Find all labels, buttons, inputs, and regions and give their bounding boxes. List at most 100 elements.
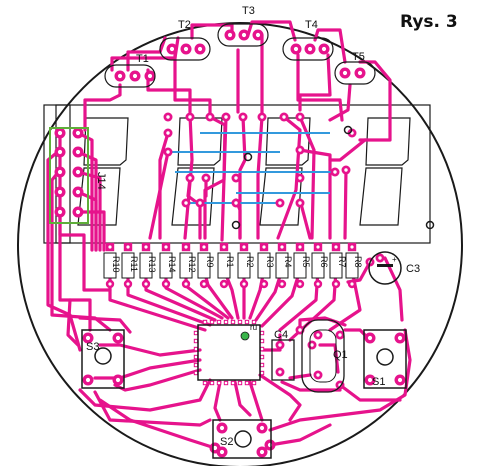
transistor-label: T1	[136, 53, 149, 65]
microcontroller-ic: ru	[197, 323, 261, 381]
pad-hole	[115, 377, 121, 383]
pad-hole	[184, 245, 188, 249]
via	[231, 220, 241, 230]
pad-hole	[208, 115, 212, 119]
pad-hole	[57, 130, 63, 136]
pad-hole	[278, 370, 282, 374]
pad-hole	[293, 46, 299, 52]
pad-hole	[166, 115, 170, 119]
pad-hole	[260, 331, 264, 335]
resistor-body	[329, 252, 343, 279]
pad-hole	[342, 70, 348, 76]
pad-hole	[260, 347, 264, 351]
pad-hole	[238, 320, 242, 324]
pad-hole	[132, 73, 138, 79]
pad-hole	[203, 381, 207, 385]
crystal-Q1: Q1	[301, 319, 348, 393]
resistor-label: R11	[129, 256, 139, 272]
pad-hole	[338, 333, 342, 337]
pad-hole	[307, 46, 313, 52]
pad-hole	[224, 381, 228, 385]
resistor-body	[293, 252, 307, 279]
pad-hole	[350, 282, 354, 286]
crystal-label: Q1	[333, 349, 348, 361]
capacitor-C4: C4	[271, 329, 295, 381]
pad-hole	[260, 363, 264, 367]
pad-hole	[210, 320, 214, 324]
via	[243, 152, 253, 162]
resistor-body	[217, 252, 231, 279]
pad-hole	[242, 245, 246, 249]
pad-hole	[194, 371, 198, 375]
pad-hole	[117, 73, 123, 79]
pad-hole	[298, 245, 302, 249]
transistor-T5: T5	[334, 51, 376, 85]
pad-hole	[108, 245, 112, 249]
pad-hole	[217, 381, 221, 385]
pad-hole	[278, 201, 282, 205]
pad-hole	[219, 449, 225, 455]
capacitor-label: C3	[406, 263, 420, 275]
pad-hole	[75, 169, 81, 175]
transistor-label: T2	[178, 19, 191, 31]
pad-hole	[219, 425, 225, 431]
button-S1: S1	[363, 329, 407, 389]
pad-hole	[262, 282, 266, 286]
resistor-label: R2	[245, 256, 255, 268]
pad-hole	[203, 320, 207, 324]
resistor-body	[121, 252, 135, 279]
pad-hole	[397, 335, 403, 341]
pad-hole	[224, 115, 228, 119]
connector-label: J14	[95, 172, 107, 190]
pad-hole	[194, 347, 198, 351]
pad-hole	[188, 115, 192, 119]
pad-hole	[184, 201, 188, 205]
pad-hole	[198, 201, 202, 205]
pad-hole	[194, 331, 198, 335]
pad-hole	[242, 282, 246, 286]
pad-hole	[298, 176, 302, 180]
resistor-label: R13	[147, 256, 157, 273]
pad-hole	[241, 115, 245, 119]
resistor-label: R5	[301, 256, 311, 268]
button-label: S2	[220, 436, 233, 448]
resistor-body	[237, 252, 251, 279]
resistor-label: R7	[337, 256, 347, 268]
pad-hole	[202, 282, 206, 286]
capacitor-C3: + C3	[368, 251, 420, 285]
resistor-label: R6	[319, 256, 329, 268]
pad-hole	[57, 209, 63, 215]
pad-hole	[245, 320, 249, 324]
pad-hole	[259, 425, 265, 431]
pad-hole	[194, 355, 198, 359]
transistor-T4: T4	[282, 19, 334, 61]
pad-hole	[188, 176, 192, 180]
pad-hole	[57, 149, 63, 155]
resistor-label: R12	[187, 256, 197, 273]
component-pads	[54, 29, 435, 458]
pad-hole	[357, 70, 363, 76]
resistor-label: R9	[205, 256, 215, 268]
pad-hole	[333, 170, 337, 174]
pad-hole	[252, 320, 256, 324]
pad-hole	[321, 46, 327, 52]
pad-hole	[126, 245, 130, 249]
pad-hole	[169, 46, 175, 52]
resistor-label: R8	[353, 256, 363, 268]
pad-hole	[212, 445, 218, 451]
pad-hole	[227, 32, 233, 38]
resistor-body	[103, 252, 117, 279]
pad-hole	[57, 169, 63, 175]
pad-hole	[298, 328, 302, 332]
resistor-body	[179, 252, 193, 279]
pad-hole	[280, 282, 284, 286]
pad-hole	[222, 282, 226, 286]
pad-hole	[367, 377, 373, 383]
resistor-label: R1	[225, 256, 235, 268]
pad-hole	[126, 282, 130, 286]
pad-hole	[75, 209, 81, 215]
pad-hole	[282, 115, 286, 119]
pad-hole	[255, 32, 261, 38]
resistor-body	[275, 252, 289, 279]
